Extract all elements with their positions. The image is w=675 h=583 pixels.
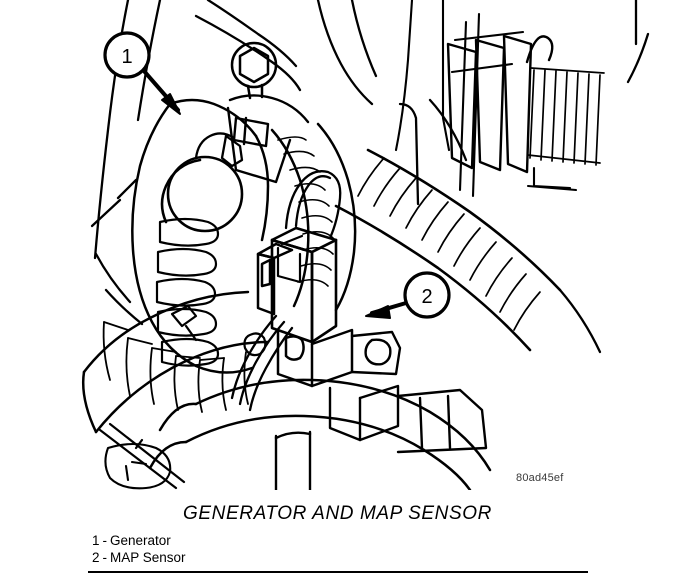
intake-manifold-face	[226, 94, 310, 184]
cowl-panel	[194, 0, 378, 106]
generator-pulley-boss	[160, 155, 244, 233]
strut-tower-panel	[398, 0, 650, 354]
lower-housing-detail	[104, 442, 172, 490]
map-sensor-body	[276, 328, 354, 388]
air-duct-lower-left	[82, 290, 270, 434]
callout-2-number: 2	[421, 286, 432, 308]
callout-1-number: 1	[121, 46, 132, 68]
lower-housing	[148, 378, 492, 490]
figure-part-code: 80ad45ef	[516, 472, 564, 484]
air-tube-right-ribs	[357, 157, 541, 331]
engine-bracket-lower-right	[526, 166, 578, 192]
wiring-harness	[230, 170, 342, 412]
air-tube-right	[334, 148, 562, 352]
map-sensor-secondary-connector	[256, 242, 294, 316]
legend-item-1-dash: -	[102, 533, 108, 548]
air-duct-ribs-left	[102, 321, 249, 413]
hex-bolt-head	[230, 41, 278, 100]
legend-item-1: 1-Generator	[92, 532, 186, 549]
generator-housing	[131, 98, 270, 374]
corrugated-hose-center	[270, 122, 357, 312]
callout-2: 2	[365, 271, 451, 319]
hose-stub-bottom	[274, 430, 312, 490]
map-sensor-mounting-flange	[350, 330, 402, 376]
footer-divider	[88, 571, 588, 573]
engine-fin-bank	[446, 34, 554, 174]
engine-block-upper-right	[394, 0, 525, 198]
legend-item-2-label: MAP Sensor	[110, 550, 186, 565]
legend-item-2-dash: -	[102, 550, 108, 565]
small-fastener-left	[170, 304, 198, 342]
generator-mount-ear	[194, 132, 244, 168]
legend-item-1-label: Generator	[110, 533, 171, 548]
map-sensor-connector-latch	[276, 234, 304, 284]
legend-item-1-number: 1	[92, 533, 100, 548]
engine-bay-illustration: 1 2	[82, 0, 650, 490]
figure-title: GENERATOR AND MAP SENSOR	[183, 503, 492, 524]
figure-legend: 1-Generator 2-MAP Sensor	[92, 532, 186, 566]
small-fastener-center	[243, 332, 267, 357]
generator-cooling-fins	[155, 217, 220, 367]
map-sensor-connector-body	[270, 226, 338, 344]
legend-item-2: 2-MAP Sensor	[92, 549, 186, 566]
engine-fin-bank-right	[527, 67, 605, 166]
duct-clamp-bar	[98, 422, 186, 490]
callout-1: 1	[103, 31, 181, 115]
legend-item-2-number: 2	[92, 550, 100, 565]
